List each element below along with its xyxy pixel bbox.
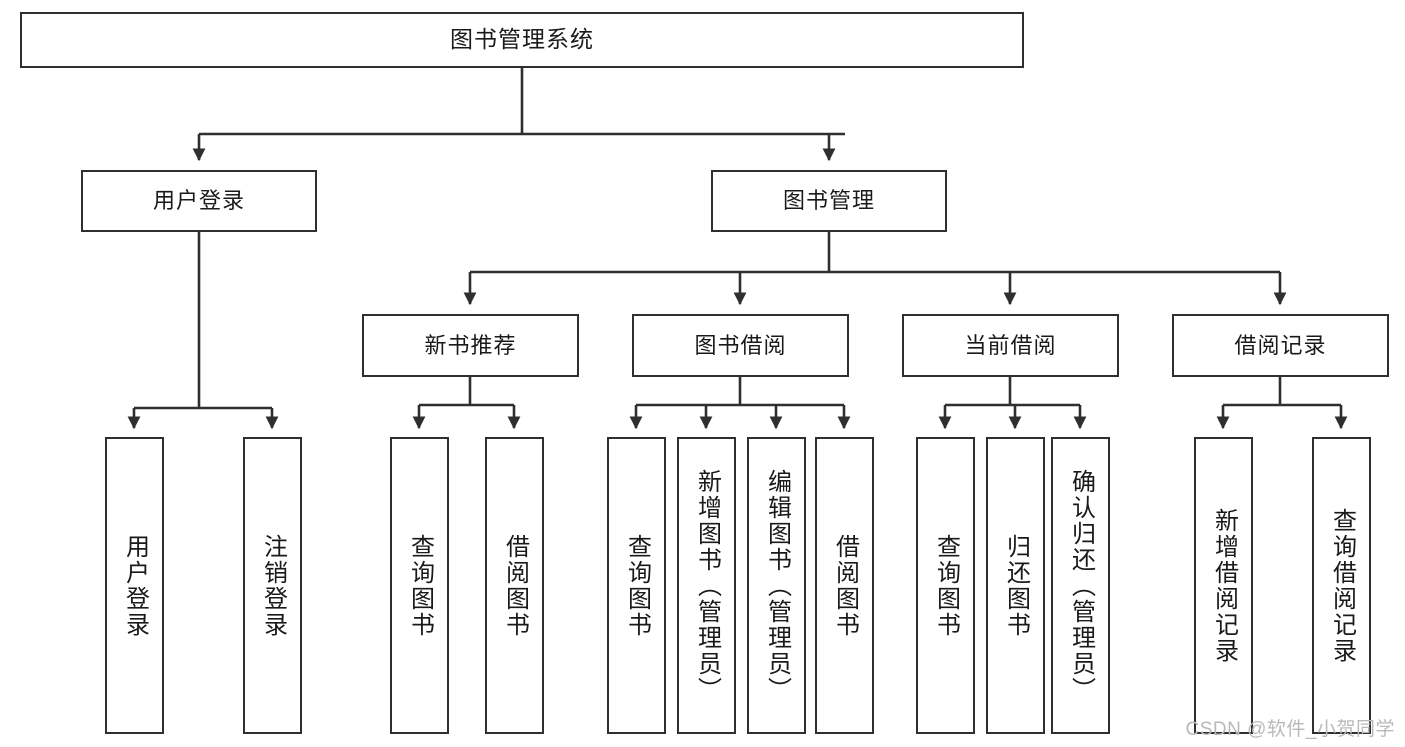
node-label: 注销登录 bbox=[259, 533, 287, 638]
node-label: 新增图书（管理员） bbox=[693, 468, 721, 703]
node-leaf-borrow-book-2[interactable]: 借阅图书 bbox=[815, 437, 874, 734]
node-leaf-add-book-admin[interactable]: 新增图书（管理员） bbox=[677, 437, 736, 734]
node-leaf-query-book-2[interactable]: 查询图书 bbox=[607, 437, 666, 734]
node-level3-current-borrow[interactable]: 当前借阅 bbox=[902, 314, 1119, 377]
watermark: CSDN @软件_小贺同学 bbox=[1185, 719, 1395, 740]
node-level3-new-book-recommend[interactable]: 新书推荐 bbox=[362, 314, 579, 377]
node-level2-book-management[interactable]: 图书管理 bbox=[711, 170, 947, 232]
node-label: 当前借阅 bbox=[964, 332, 1057, 358]
node-label: 查询图书 bbox=[623, 533, 651, 638]
node-leaf-query-book-3[interactable]: 查询图书 bbox=[916, 437, 975, 734]
node-label: 查询图书 bbox=[932, 533, 960, 638]
node-label: 用户登录 bbox=[152, 188, 245, 214]
node-label: 借阅图书 bbox=[501, 533, 529, 638]
node-leaf-confirm-return-admin[interactable]: 确认归还（管理员） bbox=[1051, 437, 1110, 734]
node-leaf-add-borrow-record[interactable]: 新增借阅记录 bbox=[1194, 437, 1253, 734]
node-level2-user-login[interactable]: 用户登录 bbox=[81, 170, 317, 232]
node-label: 确认归还（管理员） bbox=[1067, 468, 1095, 703]
node-leaf-user-login[interactable]: 用户登录 bbox=[105, 437, 164, 734]
node-root[interactable]: 图书管理系统 bbox=[20, 12, 1024, 68]
node-leaf-query-book-1[interactable]: 查询图书 bbox=[390, 437, 449, 734]
node-label: 图书管理 bbox=[782, 188, 875, 214]
node-leaf-return-book[interactable]: 归还图书 bbox=[986, 437, 1045, 734]
node-leaf-logout[interactable]: 注销登录 bbox=[243, 437, 302, 734]
node-label: 借阅图书 bbox=[831, 533, 859, 638]
node-label: 归还图书 bbox=[1002, 533, 1030, 638]
node-label: 用户登录 bbox=[121, 533, 149, 638]
node-level3-book-borrow[interactable]: 图书借阅 bbox=[632, 314, 849, 377]
node-label: 图书借阅 bbox=[694, 332, 787, 358]
node-leaf-query-borrow-record[interactable]: 查询借阅记录 bbox=[1312, 437, 1371, 734]
node-leaf-edit-book-admin[interactable]: 编辑图书（管理员） bbox=[747, 437, 806, 734]
node-leaf-borrow-book-1[interactable]: 借阅图书 bbox=[485, 437, 544, 734]
node-label: 新书推荐 bbox=[424, 332, 517, 358]
node-label: 查询图书 bbox=[406, 533, 434, 638]
node-label: 借阅记录 bbox=[1234, 332, 1327, 358]
node-label: 新增借阅记录 bbox=[1210, 507, 1238, 664]
node-level3-borrow-records[interactable]: 借阅记录 bbox=[1172, 314, 1389, 377]
node-label: 图书管理系统 bbox=[450, 26, 594, 53]
node-label: 编辑图书（管理员） bbox=[763, 468, 791, 703]
node-label: 查询借阅记录 bbox=[1328, 507, 1356, 664]
